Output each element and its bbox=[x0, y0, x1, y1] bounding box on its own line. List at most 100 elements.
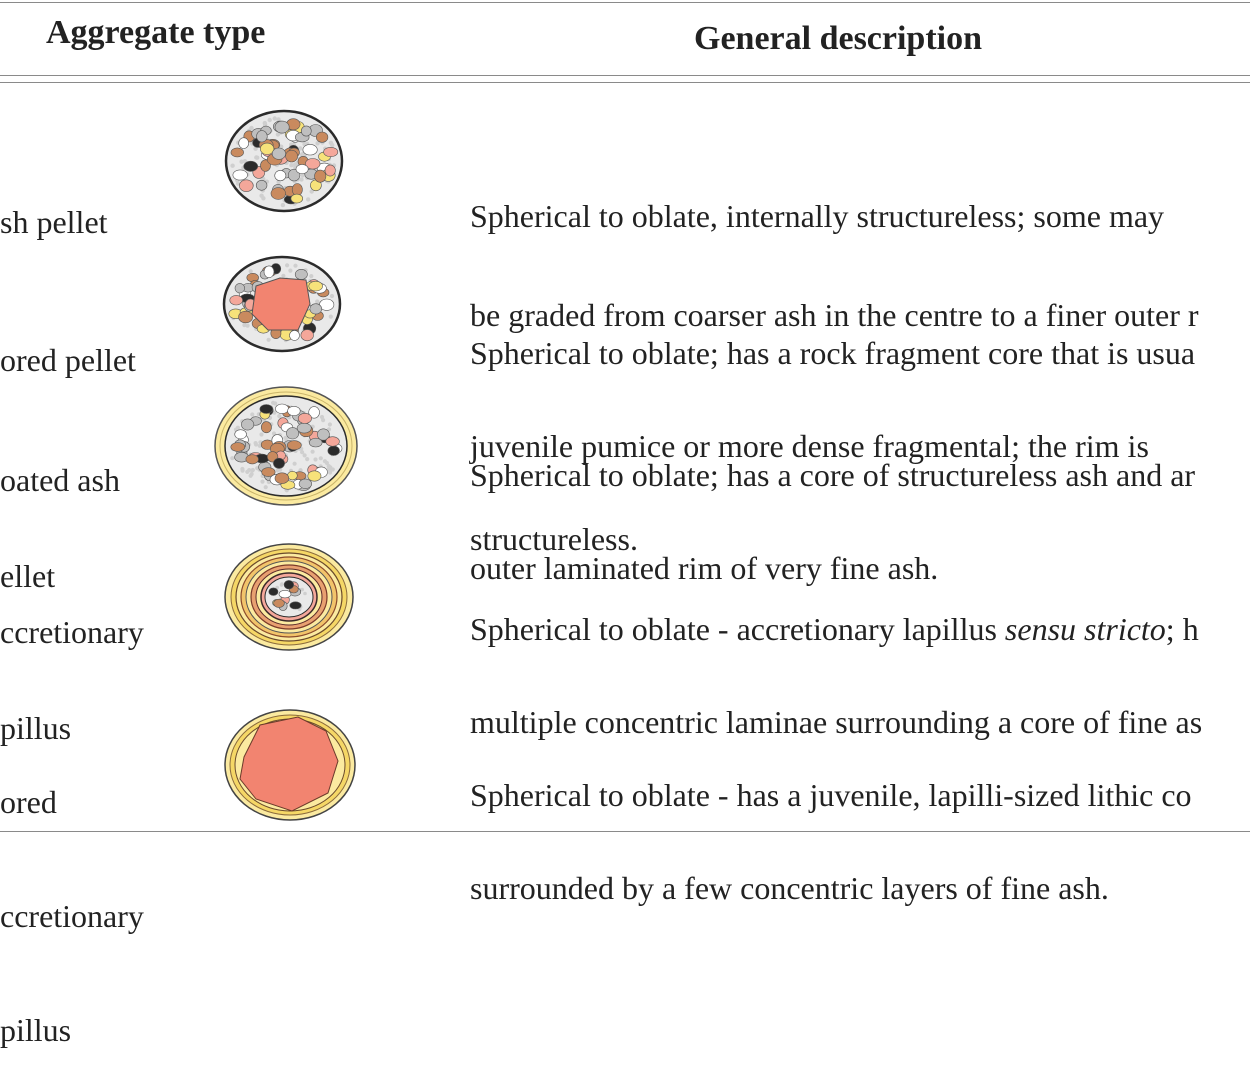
name-line: sh pellet bbox=[0, 204, 108, 240]
ash-speck bbox=[324, 460, 329, 466]
ash-speck bbox=[255, 155, 260, 160]
ash-grain bbox=[273, 598, 285, 608]
top-rule bbox=[0, 2, 1250, 3]
ash-grain bbox=[309, 303, 323, 315]
name-line: ccretionary bbox=[0, 614, 144, 650]
ash-grain bbox=[270, 187, 286, 200]
description-line: Spherical to oblate, internally structur… bbox=[470, 198, 1165, 234]
ash-grain bbox=[308, 437, 323, 448]
ash-grain bbox=[259, 404, 273, 414]
ash-grains bbox=[230, 116, 339, 208]
description-line: Spherical to oblate - has a juvenile, la… bbox=[470, 777, 1192, 813]
description-line: be graded from coarser ash in the centre… bbox=[470, 297, 1199, 333]
description-line: Spherical to oblate; has a core of struc… bbox=[470, 457, 1196, 493]
ash-speck bbox=[288, 268, 293, 273]
description-accretionary-lapillus: Spherical to oblate - accretionary lapil… bbox=[470, 552, 1202, 769]
ash-grain bbox=[283, 580, 295, 590]
ash-grain bbox=[290, 193, 304, 204]
ash-speck bbox=[271, 431, 277, 436]
ash-grain bbox=[261, 421, 272, 434]
ash-speck bbox=[298, 146, 303, 151]
ash-speck bbox=[267, 117, 272, 123]
aggregate-name-cored-accretionary-lapillus: ored ccretionary pillus bbox=[0, 707, 144, 1087]
ash-speck bbox=[261, 176, 266, 182]
ash-speck bbox=[263, 485, 268, 490]
ash-speck bbox=[260, 479, 265, 484]
ash-speck bbox=[250, 412, 255, 417]
ash-speck bbox=[249, 125, 254, 131]
ash-speck bbox=[327, 422, 332, 427]
ash-speck bbox=[329, 467, 334, 472]
ash-grain bbox=[295, 164, 309, 175]
ash-speck bbox=[319, 414, 325, 420]
ash-grain bbox=[261, 467, 276, 477]
name-line: oated ash bbox=[0, 462, 120, 498]
aggregate-name-cored-pellet: ored pellet bbox=[0, 280, 136, 408]
ash-speck bbox=[328, 314, 333, 319]
ash-grain bbox=[243, 160, 259, 172]
ash-grain bbox=[271, 147, 286, 160]
bottom-rule bbox=[0, 831, 1250, 832]
ash-speck bbox=[289, 163, 294, 168]
ash-speck bbox=[283, 435, 288, 441]
ash-grain bbox=[308, 406, 320, 419]
ash-speck bbox=[305, 457, 310, 462]
ash-grain bbox=[274, 170, 287, 182]
ash-speck bbox=[262, 120, 267, 126]
ash-grain bbox=[287, 405, 301, 416]
ash-grain bbox=[301, 125, 312, 137]
ash-grain bbox=[230, 147, 244, 158]
ash-speck bbox=[309, 274, 314, 279]
ash-grain bbox=[327, 445, 340, 456]
ash-speck bbox=[310, 449, 315, 454]
ash-speck bbox=[306, 197, 311, 202]
ash-grain bbox=[317, 428, 330, 441]
aggregate-name-ash-pellet: sh pellet bbox=[0, 142, 108, 270]
ash-speck bbox=[250, 468, 255, 473]
ash-speck bbox=[277, 414, 282, 419]
ash-grain bbox=[268, 587, 279, 596]
ash-grain bbox=[273, 457, 285, 469]
ash-grain bbox=[294, 268, 308, 280]
ash-speck bbox=[303, 591, 307, 596]
description-line: multiple concentric laminae surrounding … bbox=[470, 704, 1203, 740]
coated-ash-pellet-icon bbox=[214, 386, 358, 506]
ash-speck bbox=[266, 337, 271, 342]
ash-grain bbox=[256, 130, 268, 143]
ash-grain bbox=[245, 454, 259, 465]
ash-speck bbox=[329, 293, 335, 299]
ash-grain bbox=[285, 149, 298, 163]
description-line: Spherical to oblate; has a rock fragment… bbox=[470, 335, 1196, 371]
ash-grain bbox=[323, 146, 339, 157]
ash-grain bbox=[286, 427, 300, 440]
aggregate-name-coated-ash-pellet: oated ash ellet bbox=[0, 400, 120, 624]
ash-pellet-icon bbox=[224, 109, 344, 213]
ash-speck bbox=[292, 461, 297, 466]
column-header-general-description: General description bbox=[694, 20, 983, 57]
ash-grain bbox=[234, 283, 245, 294]
ash-speck bbox=[299, 177, 304, 182]
ash-speck bbox=[281, 273, 286, 278]
ash-speck bbox=[293, 263, 298, 268]
ash-grain bbox=[289, 330, 300, 341]
ash-speck bbox=[302, 453, 307, 458]
cored-pellet-icon bbox=[222, 255, 342, 353]
ash-grain bbox=[230, 442, 246, 452]
ash-grain bbox=[296, 422, 312, 434]
ash-grains bbox=[230, 400, 343, 493]
ash-grain bbox=[260, 159, 271, 172]
ash-speck bbox=[272, 410, 277, 415]
ash-grain bbox=[241, 418, 255, 431]
ash-grain bbox=[239, 179, 254, 192]
ash-speck bbox=[293, 162, 298, 167]
ash-speck bbox=[328, 140, 334, 145]
ash-speck bbox=[249, 472, 254, 477]
ash-speck bbox=[309, 189, 314, 194]
description-cored-pellet: Spherical to oblate; has a rock fragment… bbox=[470, 276, 1195, 586]
ash-grain bbox=[289, 601, 302, 610]
header-rule-lower bbox=[0, 82, 1250, 83]
ash-speck bbox=[259, 193, 264, 198]
ash-speck bbox=[259, 432, 264, 437]
ash-speck bbox=[235, 425, 240, 430]
name-line: pillus bbox=[0, 1012, 72, 1048]
